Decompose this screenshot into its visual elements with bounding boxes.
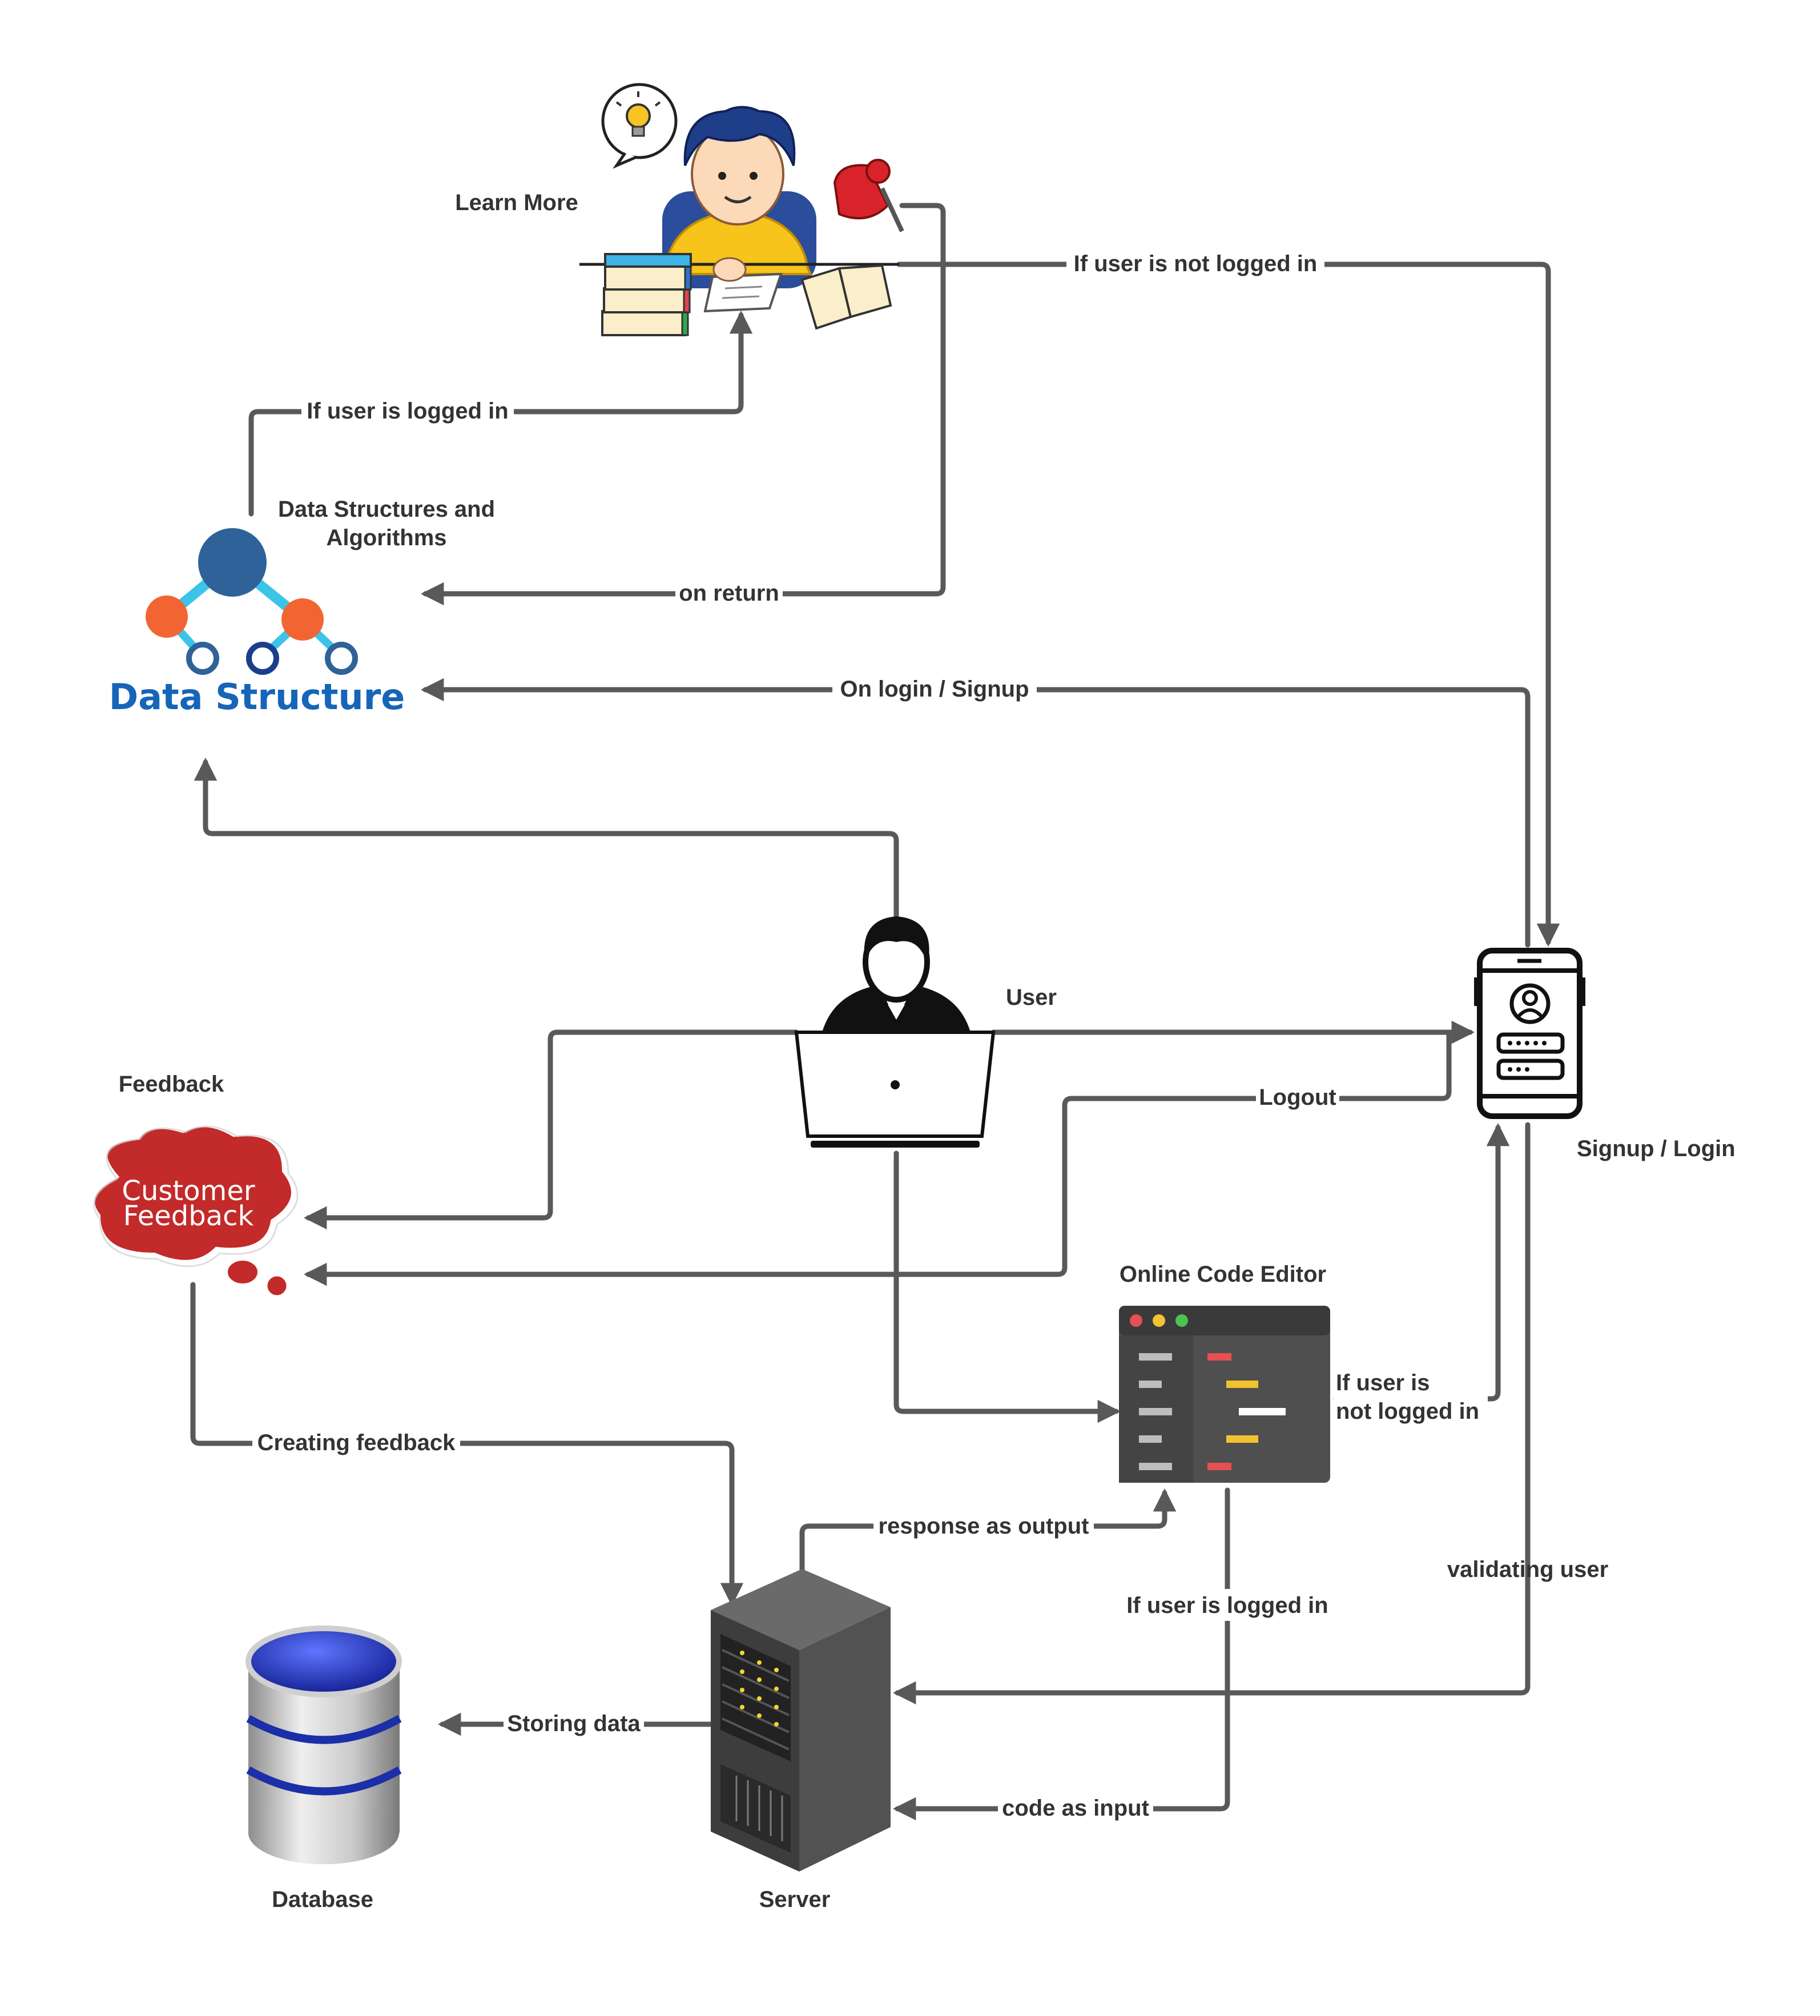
edge-editor-to-signup [1333, 1122, 1510, 1402]
customer-feedback-text-line1: Customer [122, 1175, 255, 1207]
label-if-logged-in-top: If user is logged in [307, 399, 508, 424]
customer-feedback-text-line2: Feedback [123, 1200, 254, 1232]
learn-more-node: Learn More [455, 83, 904, 336]
user-label: User [1006, 985, 1057, 1010]
edge-signup-to-server [892, 1122, 1531, 1705]
student-studying-illustration [579, 83, 904, 336]
label-storing-data: Storing data [507, 1711, 641, 1736]
mobile-login-icon [1474, 948, 1585, 1119]
label-response-as-output: response as output [879, 1514, 1089, 1539]
database-node: Database [245, 1625, 402, 1912]
label-on-return: on return [679, 581, 779, 606]
signup-login-label: Signup / Login [1577, 1136, 1736, 1161]
edge-editor-to-server [892, 1487, 1230, 1821]
label-code-as-input: code as input [1002, 1796, 1149, 1821]
dsa-node: Data Structures and Algorithms Data Stru… [109, 497, 495, 718]
database-cylinder-icon [245, 1625, 402, 1864]
code-editor-window-icon [1119, 1306, 1330, 1483]
label-on-login-signup: On login / Signup [840, 677, 1029, 702]
user-avatar-icon [1509, 983, 1551, 1024]
label-logout: Logout [1259, 1085, 1336, 1110]
server-label: Server [759, 1887, 831, 1912]
dsa-label-line2: Algorithms [326, 525, 446, 550]
lightbulb-icon [601, 83, 678, 169]
customer-feedback-cloud-icon: Customer Feedback [88, 1120, 299, 1299]
edge-user-to-dsa [194, 757, 899, 922]
edge-learn-more-return-to-dsa [420, 203, 946, 606]
edges [190, 203, 1560, 1821]
label-not-logged-in: not logged in [1336, 1399, 1479, 1424]
database-label: Database [272, 1887, 373, 1912]
online-code-editor-label: Online Code Editor [1120, 1262, 1326, 1287]
edge-feedback-to-server [190, 1282, 744, 1607]
user-node: User [794, 916, 1057, 1148]
data-structure-logo-text: Data Structure [109, 676, 405, 718]
dsa-label-line1: Data Structures and [278, 497, 495, 522]
label-if-logged-in-editor: If user is logged in [1126, 1593, 1328, 1618]
label-creating-feedback: Creating feedback [257, 1430, 456, 1455]
server-node: Server [711, 1569, 891, 1912]
edge-logout-to-feedback [303, 1031, 1452, 1286]
label-if-not-logged-in-top: If user is not logged in [1074, 251, 1318, 276]
server-rack-icon [711, 1569, 891, 1872]
online-code-editor-node: Online Code Editor [1119, 1262, 1330, 1483]
desk-lamp-icon [833, 159, 904, 232]
edge-user-to-feedback [303, 1029, 799, 1230]
feedback-label: Feedback [119, 1072, 224, 1097]
feedback-node: Feedback Customer Feedback [88, 1072, 299, 1299]
edge-learn-more-to-signup [896, 261, 1560, 947]
user-laptop-icon [794, 916, 996, 1148]
books-stack-icon [601, 253, 692, 336]
open-book-icon [800, 264, 892, 330]
data-structure-tree-icon [146, 528, 358, 675]
edge-user-to-editor [893, 1150, 1121, 1423]
label-validating-user: validating user [1447, 1557, 1608, 1582]
edge-signup-to-dsa [420, 678, 1531, 948]
label-if-user-is: If user is [1336, 1370, 1430, 1395]
signup-login-node: Signup / Login [1474, 948, 1736, 1161]
learn-more-label: Learn More [455, 190, 578, 215]
edge-labels: If user is not logged in If user is logg… [252, 247, 1608, 1824]
